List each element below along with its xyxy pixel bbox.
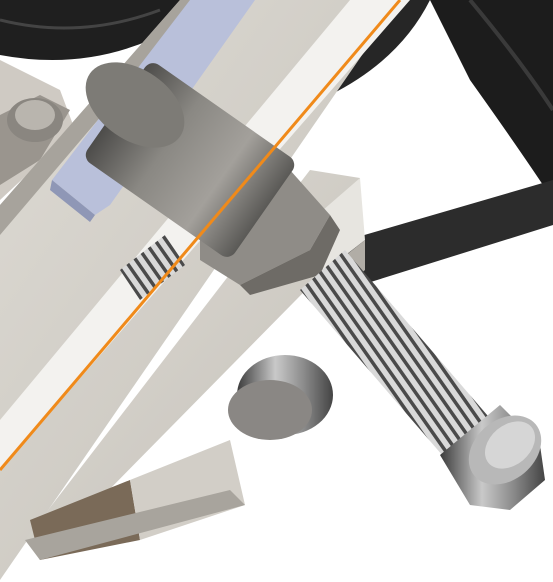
black-rail-right xyxy=(330,180,553,290)
left-mount-plate xyxy=(0,60,75,200)
socket-head-bolt xyxy=(300,250,545,510)
button-head-screw xyxy=(228,355,333,440)
cylinder-standoff xyxy=(85,62,295,257)
wheel-top-left xyxy=(0,0,200,60)
small-thread-left xyxy=(120,235,185,300)
orange-reference-line xyxy=(0,0,402,471)
